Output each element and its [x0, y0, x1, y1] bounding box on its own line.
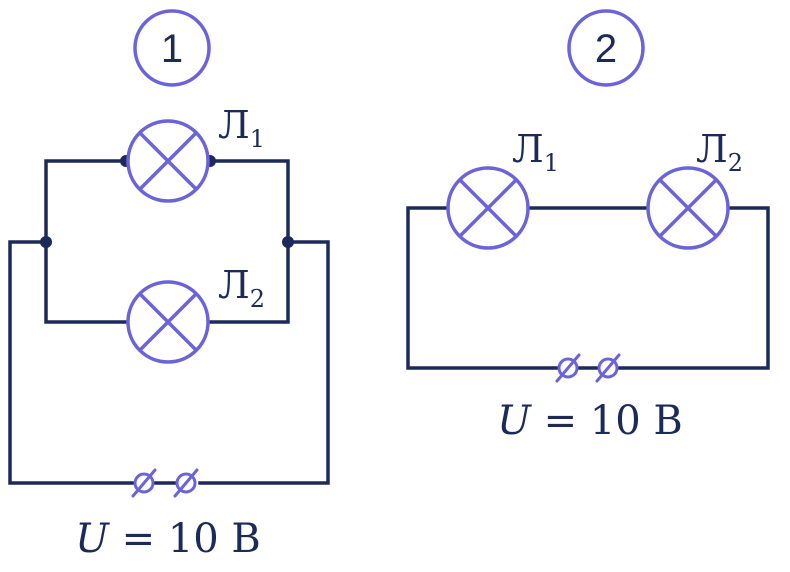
circuit-2-right-wire: [610, 206, 770, 370]
circuit-1: 1 Л1 Л2: [8, 9, 330, 562]
circuit-2-lamp-2-label: Л2: [696, 127, 743, 177]
circuit-1-lamp-2: [126, 280, 210, 364]
circuit-2-voltage-label: U = 10 В: [497, 398, 683, 444]
circuit-2-lamp-2: [646, 166, 730, 250]
circuit-2-terminals: [555, 353, 621, 383]
circuit-1-terminals: [131, 468, 199, 498]
circuit-1-junction-left: [40, 236, 52, 248]
lamp-label-subscript: 2: [728, 149, 743, 177]
lamp-label-subscript: 1: [544, 149, 559, 177]
circuit-1-badge-number: 1: [161, 27, 183, 71]
circuit-2-lamp-1: [446, 166, 530, 250]
circuit-1-badge: 1: [133, 9, 211, 87]
circuit-2-left-wire: [406, 206, 572, 370]
lamp-label-name: Л: [218, 263, 250, 307]
circuit-2-badge-number: 2: [595, 27, 617, 71]
circuit-1-right-supply-wire: [198, 240, 330, 485]
lamp-label-subscript: 2: [250, 285, 265, 313]
circuit-2: 2 Л1 Л2 U: [406, 9, 770, 444]
circuit-1-lamp-2-label: Л2: [218, 263, 265, 313]
terminal-slash: [173, 468, 199, 498]
lamp-label-name: Л: [218, 103, 250, 147]
circuit-1-junction-right: [282, 236, 294, 248]
circuit-1-left-supply-wire: [8, 240, 138, 485]
circuit-2-badge-circle: [567, 9, 645, 87]
circuit-1-lamp-1: [126, 119, 210, 203]
circuit-2-wires: [406, 206, 770, 370]
circuit-1-left-branch-wire: [44, 159, 128, 324]
lamp-cross-line: [138, 292, 198, 352]
circuit-2-lamp-1-label: Л1: [512, 127, 559, 177]
circuit-2-badge: 2: [567, 9, 645, 87]
voltage-symbol: U: [497, 398, 532, 444]
voltage-symbol: U: [75, 516, 110, 562]
circuit-1-badge-circle: [133, 9, 211, 87]
voltage-value: = 10 В: [531, 398, 683, 444]
circuit-1-voltage-label: U = 10 В: [75, 516, 261, 562]
lamp-label-name: Л: [512, 127, 544, 171]
voltage-value: = 10 В: [109, 516, 261, 562]
lamp-cross-line: [458, 178, 518, 238]
terminal-slash: [555, 353, 581, 383]
lamp-label-subscript: 1: [250, 125, 265, 153]
circuit-1-lamp-1-label: Л1: [218, 103, 265, 153]
lamp-label-name: Л: [696, 127, 728, 171]
lamp-cross-line: [658, 178, 718, 238]
terminal-slash: [595, 353, 621, 383]
lamp-cross-line: [138, 131, 198, 191]
terminal-slash: [131, 468, 157, 498]
